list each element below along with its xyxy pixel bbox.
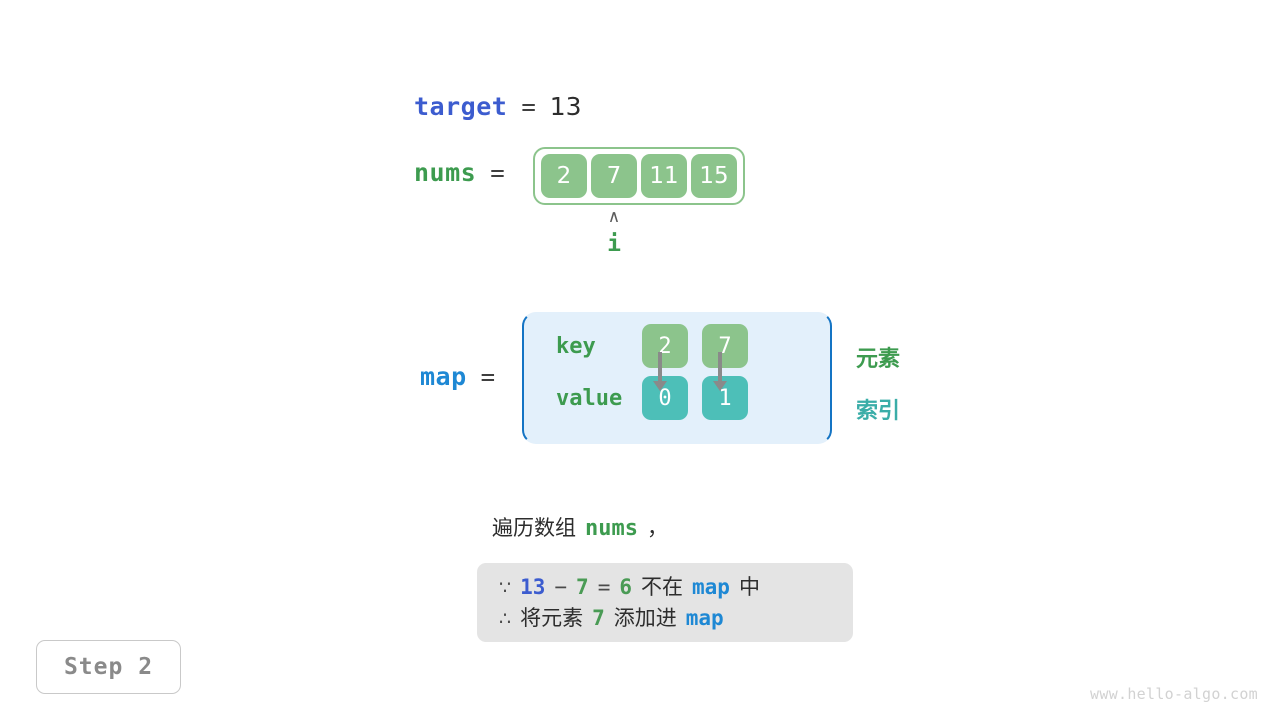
note-line1-tail: 中 bbox=[738, 575, 760, 599]
therefore-symbol: ∴ bbox=[499, 608, 512, 630]
map-equals-sign: = bbox=[480, 363, 496, 391]
note-line2-number: 7 bbox=[592, 606, 605, 630]
annotation-element: 元素 bbox=[856, 347, 901, 372]
map-key-row: key 2 7 bbox=[556, 324, 762, 368]
note-line-1: ∵ 13 − 7 = 6 不在 map 中 bbox=[499, 571, 831, 602]
map-value-row-label: value bbox=[556, 385, 623, 411]
target-value: 13 bbox=[549, 92, 582, 121]
map-key-cell: 2 bbox=[642, 324, 688, 368]
map-side-annotations: 元素 索引 bbox=[856, 334, 900, 438]
nums-cell: 2 bbox=[541, 154, 587, 198]
nums-cell: 15 bbox=[691, 154, 737, 198]
nums-equals-sign: = bbox=[490, 158, 505, 187]
map-key-row-label: key bbox=[556, 333, 596, 359]
note-line2-text1: 将元素 bbox=[520, 606, 584, 630]
target-variable-label: target bbox=[414, 92, 508, 121]
nums-cell: 11 bbox=[641, 154, 687, 198]
annotation-index: 索引 bbox=[856, 399, 901, 424]
map-label-row: map = bbox=[420, 362, 495, 391]
caret-up-icon: ∧ bbox=[607, 207, 621, 227]
step-badge-label: Step 2 bbox=[63, 654, 154, 680]
map-variable-label: map bbox=[420, 362, 467, 391]
note-line1-map: map bbox=[692, 575, 730, 599]
nums-variable-label: nums bbox=[414, 158, 477, 187]
nums-row: nums = bbox=[414, 158, 505, 187]
note-target-value: 13 bbox=[520, 575, 546, 599]
note-line2-map: map bbox=[685, 606, 724, 630]
note-line-2: ∴ 将元素 7 添加进 map bbox=[499, 602, 831, 633]
explanation-note-box: ∵ 13 − 7 = 6 不在 map 中 ∴ 将元素 7 添加进 map bbox=[477, 563, 853, 642]
caption-code-nums: nums bbox=[585, 516, 638, 541]
note-line2-text2: 添加进 bbox=[613, 606, 677, 630]
key-to-value-arrow-icon bbox=[713, 352, 727, 391]
step-badge: Step 2 bbox=[36, 640, 181, 694]
caption-prefix: 遍历数组 bbox=[492, 516, 576, 540]
target-equals-sign: = bbox=[521, 93, 536, 121]
caption-line: 遍历数组 nums ， bbox=[492, 512, 668, 542]
note-line1-text: 不在 bbox=[641, 575, 684, 599]
caption-suffix: ， bbox=[646, 516, 668, 540]
watermark: www.hello-algo.com bbox=[1090, 685, 1258, 703]
equals-operator: = bbox=[597, 575, 611, 599]
nums-cell: 7 bbox=[591, 154, 637, 198]
note-current-element: 7 bbox=[576, 575, 589, 599]
hash-map-box: key 2 7 value 0 1 bbox=[522, 312, 832, 444]
target-row: target = 13 bbox=[414, 92, 582, 121]
nums-array: 2 7 11 15 bbox=[533, 147, 745, 205]
index-pointer-group: ∧ i bbox=[556, 208, 672, 258]
map-key-cell: 7 bbox=[702, 324, 748, 368]
note-complement-value: 6 bbox=[619, 575, 633, 599]
because-symbol: ∵ bbox=[499, 577, 512, 599]
index-pointer-label: i bbox=[607, 231, 621, 257]
key-to-value-arrow-icon bbox=[653, 352, 667, 391]
minus-operator: − bbox=[554, 575, 568, 599]
